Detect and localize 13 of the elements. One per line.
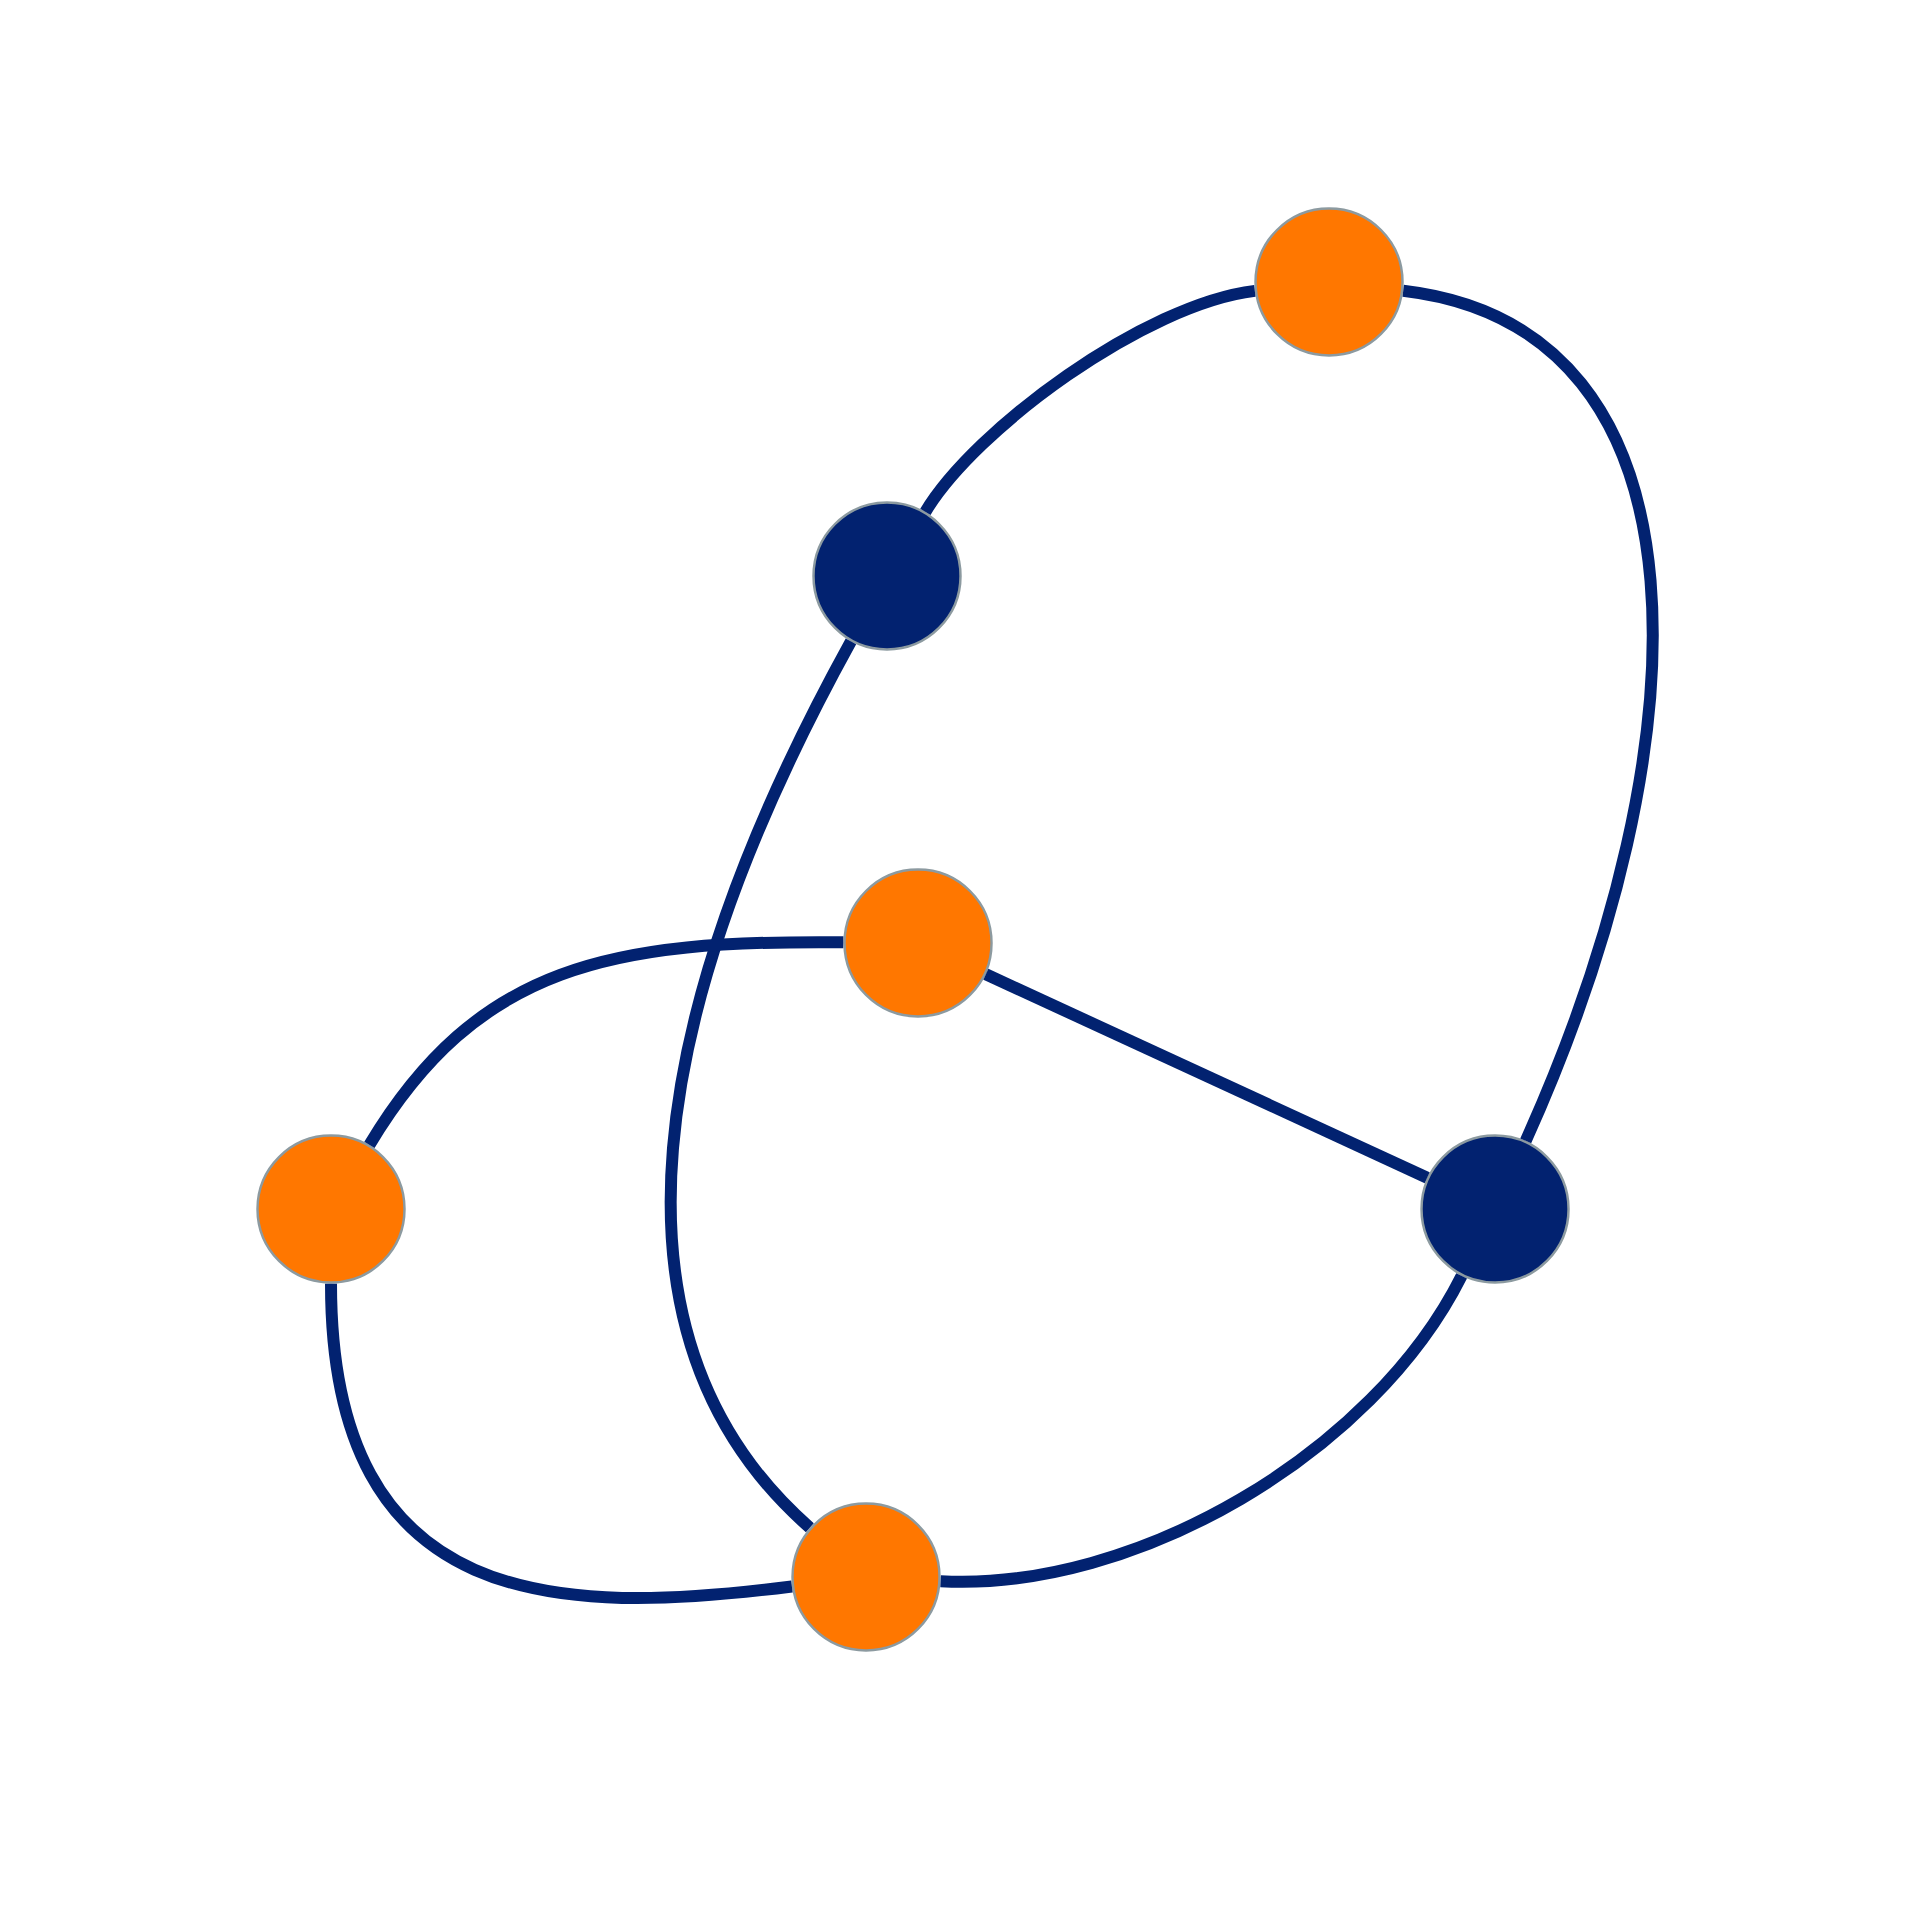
circle-node <box>843 868 993 1018</box>
circle-node <box>812 501 962 651</box>
circle-node <box>1420 1134 1570 1284</box>
connector-line <box>983 968 1430 1184</box>
connector-line <box>1401 284 1659 1144</box>
connector-line <box>940 1272 1467 1588</box>
circle-node <box>256 1134 406 1284</box>
circle-node <box>791 1502 941 1652</box>
connector-line <box>364 936 844 1149</box>
connector-line <box>665 638 857 1532</box>
circle-node <box>1254 207 1404 357</box>
connector-line <box>325 1283 793 1604</box>
connector-line <box>920 284 1256 516</box>
